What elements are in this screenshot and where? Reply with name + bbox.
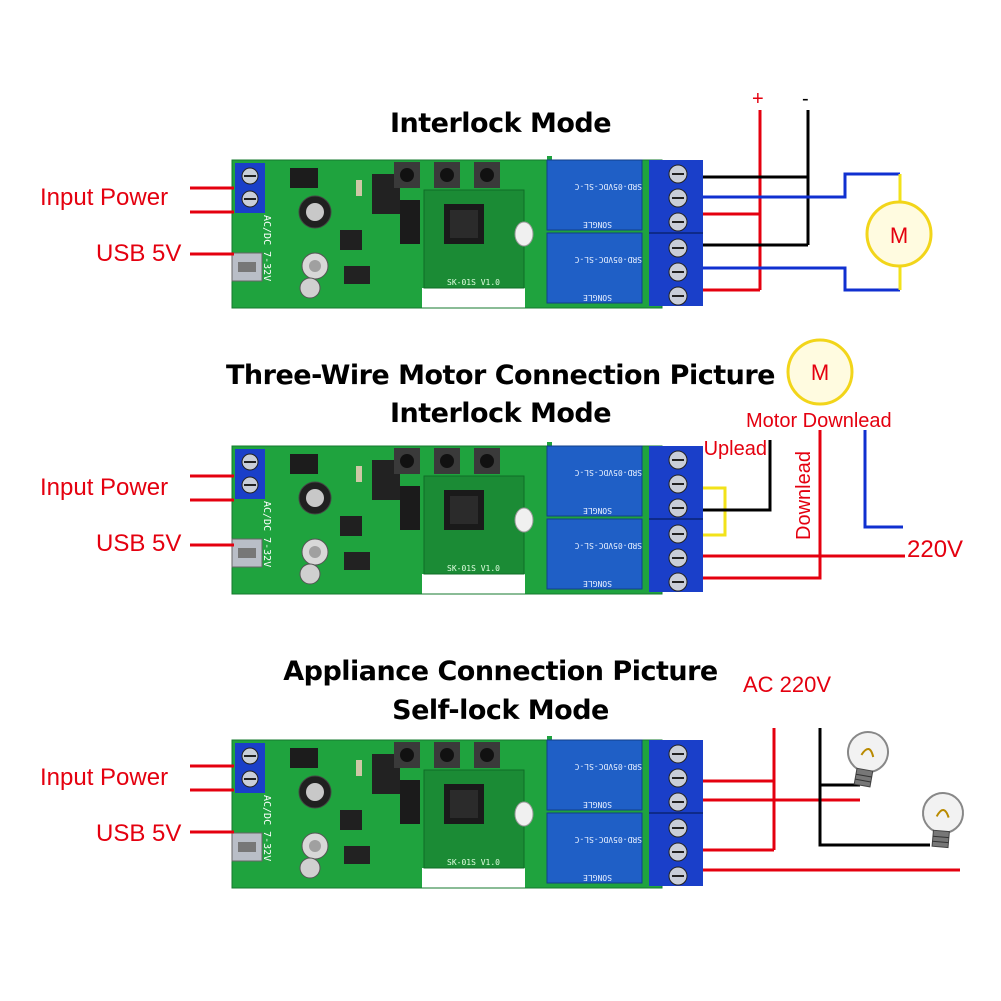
panel2-usb-label: USB 5V (96, 530, 182, 557)
panel1-motor-symbol: M (890, 223, 908, 248)
panel1-input-power-label: Input Power (40, 184, 169, 211)
panel2-title-line2: Interlock Mode (389, 398, 612, 429)
panel3-input-power-label: Input Power (40, 764, 169, 791)
panel3-output-wires (703, 728, 960, 872)
lightbulb-icon-1 (841, 727, 893, 790)
panel3-board (231, 735, 704, 889)
motor-downlead-label: Motor Downlead (746, 410, 892, 432)
panel3-title-line2: Self-lock Mode (392, 695, 609, 726)
panel2-input-power-label: Input Power (40, 474, 169, 501)
voltage-220v-label: 220V (907, 536, 964, 563)
panel1-motor: M (865, 200, 933, 268)
panel1-title: Interlock Mode (389, 108, 612, 139)
panel2-title-line1: Three-Wire Motor Connection Picture (226, 360, 776, 391)
panel2-motor: M (786, 338, 854, 406)
lightbulb-icon-2 (919, 790, 966, 850)
panel1-usb-label: USB 5V (96, 240, 182, 267)
panel3-title-line1: Appliance Connection Picture (283, 656, 718, 687)
panel2-input-wires (190, 474, 234, 547)
downlead-vertical-label: Downlead (793, 451, 815, 540)
ac-220v-label: AC 220V (743, 672, 832, 697)
polarity-plus-label: + (752, 88, 764, 110)
panel2-board (231, 441, 704, 595)
panel1-output-wires (703, 110, 902, 292)
panel1-input-wires (190, 186, 234, 256)
polarity-minus-label: - (802, 88, 809, 110)
panel2-motor-symbol: M (811, 360, 829, 385)
panel1-board (231, 155, 704, 309)
panel3-usb-label: USB 5V (96, 820, 182, 847)
panel3-input-wires (190, 764, 234, 834)
panel2-output-wires (703, 430, 905, 580)
uplead-label: Uplead (703, 438, 767, 460)
